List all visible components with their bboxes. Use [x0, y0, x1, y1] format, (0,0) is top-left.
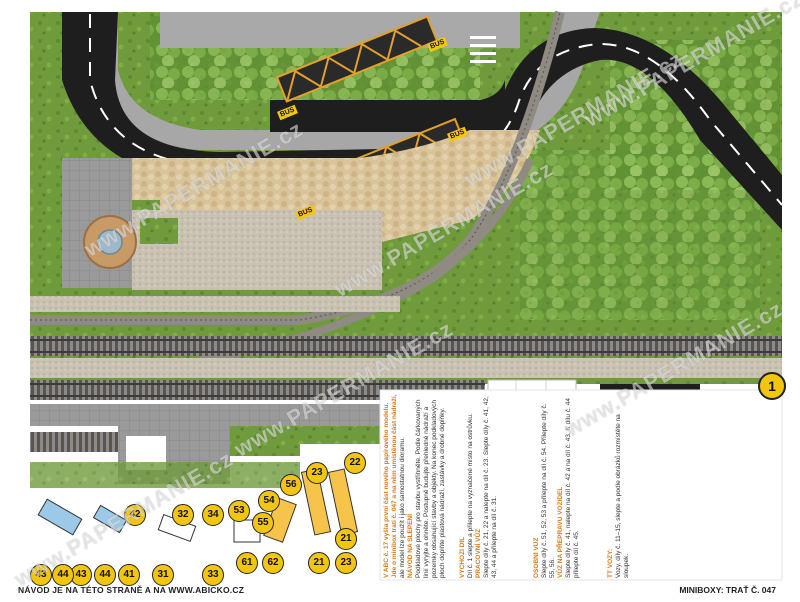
tt-text: Vozy, díly č. 11–15, slepte a podle obrá…	[615, 414, 630, 578]
track-3	[30, 432, 120, 452]
part-num: 53	[228, 500, 250, 522]
navod-text: Podkladové plochy pro stavbu vystřihněte…	[415, 399, 446, 579]
part-num: 61	[236, 552, 258, 574]
part-num: 56	[280, 474, 302, 496]
part-num: 42	[124, 504, 146, 526]
instructions-panel	[380, 390, 782, 580]
part-num: 23	[335, 552, 357, 574]
zebra-crossing	[470, 36, 496, 63]
footer-right: MINIBOXY: TRAŤ Č. 047	[679, 585, 776, 595]
road-bus-lane	[270, 80, 505, 132]
part-num: 33	[202, 564, 224, 586]
osobni-text: Slepte díly č. 51, 52, 53 a přilepte na …	[541, 403, 556, 578]
prac-heading: PRACOVNÍ VŮZ	[475, 528, 482, 578]
part-num: 44	[94, 564, 116, 586]
road-center-line	[89, 14, 783, 206]
platform-edge	[30, 404, 485, 426]
intro-heading: V ABC č. 17 vyšla první část nového papí…	[383, 394, 398, 579]
part-num: 43	[30, 564, 52, 586]
track-bed-1	[30, 296, 400, 312]
grass-patch	[140, 218, 178, 244]
part-num: 31	[152, 564, 174, 586]
vychozi-text: Díl č. 1 slepte a přilepte na vyznačené …	[467, 413, 474, 578]
part-num: 23	[306, 462, 328, 484]
part-num: 44	[52, 564, 74, 586]
part-num: 55	[252, 512, 274, 534]
osobni-heading: OSOBNÍ VŮZ	[533, 537, 540, 578]
vychozi-heading: VÝCHOZÍ DÍL	[459, 536, 466, 578]
part-num: 62	[262, 552, 284, 574]
prac-text: Slepte díly č. 21, 22 a nalepte na díl č…	[483, 396, 498, 578]
part-num: 41	[118, 564, 140, 586]
ballast-band	[30, 358, 782, 378]
part-num: 22	[344, 452, 366, 474]
instructions-panel-edge	[379, 389, 783, 581]
road-upper	[160, 12, 520, 48]
intro-text: ale model lze použít i jako samostatnou …	[399, 437, 406, 578]
sheet-number-badge: 1	[758, 372, 786, 400]
part-num: 54	[258, 490, 280, 512]
part-num: 21	[335, 528, 357, 550]
part-num: 32	[172, 504, 194, 526]
part-num: 34	[202, 504, 224, 526]
bush-area-mid	[520, 150, 760, 320]
footer-left: NÁVOD JE NA TÉTO STRANĚ A NA WWW.ABICKO.…	[18, 585, 245, 595]
part-num: 21	[308, 552, 330, 574]
navod-heading: NÁVOD NA SLEPENÍ	[407, 513, 414, 578]
